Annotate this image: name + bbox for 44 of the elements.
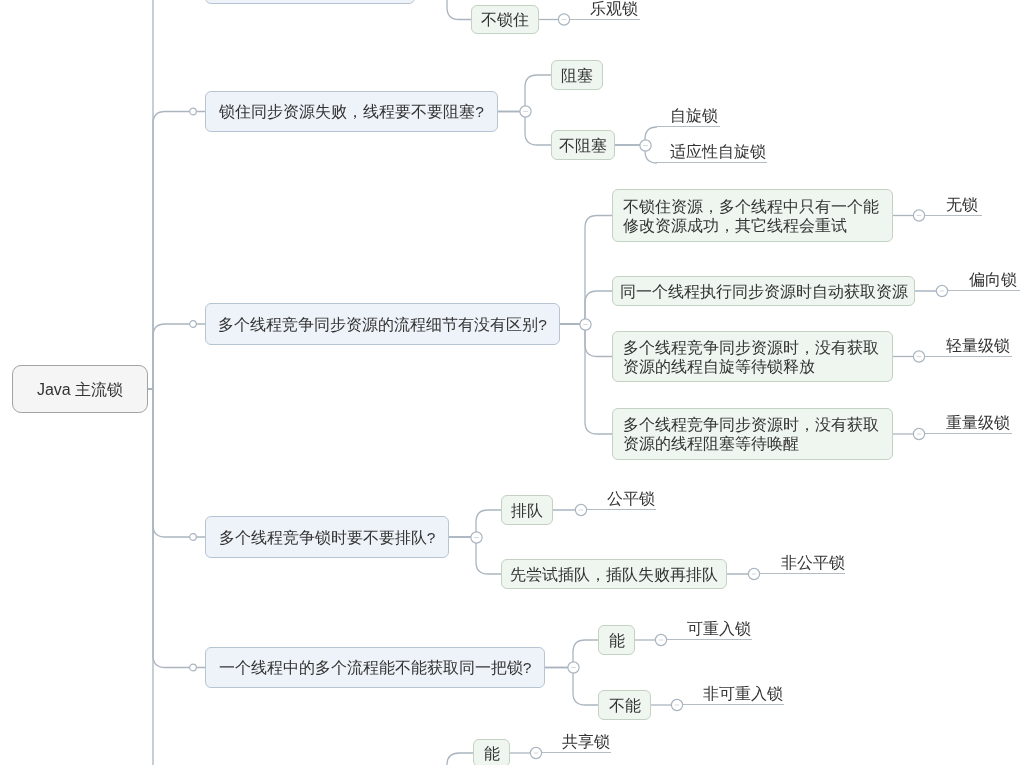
branch-line	[892, 209, 926, 222]
branch-line	[538, 13, 571, 26]
leaf-topic: 偏向锁	[948, 270, 1020, 291]
subtopic-box: 多个线程竞争同步资源时，没有获取资源的线程自旋等待锁释放	[612, 331, 893, 382]
branch-line	[726, 567, 761, 581]
subtopic-box: 不能	[598, 690, 651, 720]
subtopic-box: 不锁住	[471, 5, 539, 34]
subtopic-box: 不阻塞	[551, 130, 615, 160]
branch-line	[497, 110, 552, 146]
leaf-topic: 适应性自旋锁	[657, 142, 767, 163]
branch-line	[614, 144, 658, 164]
subtopic-box: 先尝试插队，插队失败再排队	[501, 559, 727, 589]
leaf-topic: 自旋锁	[657, 106, 720, 127]
branch-line	[448, 536, 502, 575]
leaf-topic: 公平锁	[587, 489, 656, 510]
leaf-topic: 轻量级锁	[925, 335, 1012, 357]
subtopic-box: 多个线程竞争同步资源时，没有获取资源的线程阻塞等待唤醒	[612, 408, 893, 460]
topic-box: 多个线程竞争同步资源的流程细节有没有区别?	[205, 303, 560, 345]
branch-line	[634, 633, 668, 647]
branch-line	[509, 746, 543, 760]
branch-line	[892, 350, 926, 363]
topic-box: 多个线程竞争锁时要不要排队?	[205, 516, 449, 558]
branch-line	[892, 427, 926, 441]
subtopic-box: 不锁住资源，多个线程中只有一个能修改资源成功，其它线程会重试	[612, 189, 893, 242]
leaf-topic: 非可重入锁	[683, 684, 784, 705]
root-topic-box: Java 主流锁	[12, 365, 148, 413]
topic-box: 锁住同步资源失败，线程要不要阻塞?	[205, 91, 498, 132]
leaf-topic: 共享锁	[542, 732, 611, 753]
leaf-topic: 非公平锁	[760, 553, 845, 574]
subtopic-box: 同一个线程执行同步资源时自动获取资源	[612, 276, 915, 306]
branch-line	[552, 503, 588, 517]
subtopic-box: 排队	[501, 495, 553, 525]
branch-line	[914, 284, 949, 298]
leaf-topic: 乐观锁	[570, 0, 640, 20]
subtopic-box: 能	[598, 625, 635, 655]
leaf-topic: 可重入锁	[667, 619, 752, 640]
subtopic-box: 阻塞	[551, 60, 603, 90]
branch-line	[544, 666, 599, 706]
branch-line	[446, 752, 474, 765]
leaf-topic: 重量级锁	[925, 413, 1012, 434]
subtopic-box: 能	[473, 739, 510, 765]
leaf-topic: 无锁	[925, 194, 982, 216]
branch-line	[650, 698, 684, 712]
topic-box: 一个线程中的多个流程能不能获取同一把锁?	[205, 647, 545, 688]
